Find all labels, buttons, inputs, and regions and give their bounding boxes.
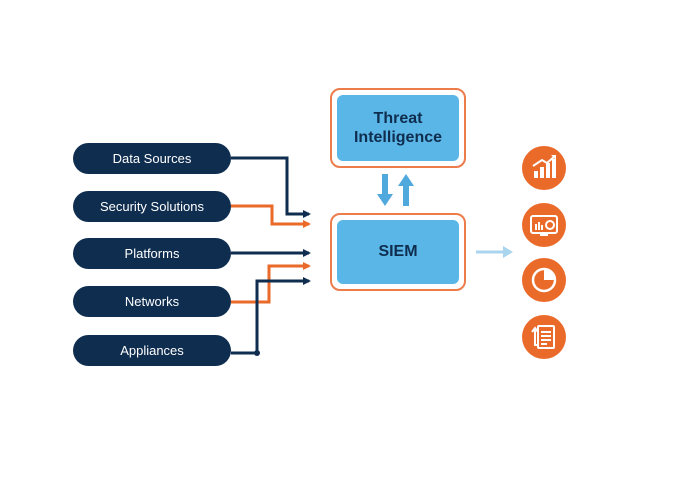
connector-security-solutions: [231, 204, 311, 228]
siem-label: SIEM: [337, 220, 459, 284]
source-networks: Networks: [73, 286, 231, 317]
source-label: Data Sources: [112, 151, 192, 166]
threat-intelligence-box: Threat Intelligence: [330, 88, 466, 168]
source-platforms: Platforms: [73, 238, 231, 269]
output-arrow: [476, 246, 513, 258]
source-label: Platforms: [124, 246, 180, 261]
connector-dot: [254, 350, 260, 356]
source-label: Security Solutions: [99, 199, 205, 214]
arrow-down-to-siem: [377, 174, 393, 206]
source-label: Appliances: [120, 343, 184, 358]
report-document-icon: [522, 315, 566, 359]
threat-intelligence-line2: Intelligence: [353, 129, 443, 146]
arrow-up-to-threat-intel: [398, 174, 414, 206]
siem-box: SIEM: [330, 213, 466, 291]
dashboard-monitor-icon: [522, 203, 566, 247]
connector-networks: [231, 262, 311, 304]
connector-data-sources: [231, 156, 311, 218]
bar-chart-icon: [522, 146, 566, 190]
connector-appliances: [231, 277, 311, 355]
threat-intelligence-line1: Threat: [373, 110, 423, 127]
pie-chart-icon: [522, 258, 566, 302]
source-appliances: Appliances: [73, 335, 231, 366]
threat-intelligence-label: Threat Intelligence: [337, 95, 459, 161]
source-label: Networks: [124, 294, 180, 309]
source-security-solutions: Security Solutions: [73, 191, 231, 222]
source-data-sources: Data Sources: [73, 143, 231, 174]
